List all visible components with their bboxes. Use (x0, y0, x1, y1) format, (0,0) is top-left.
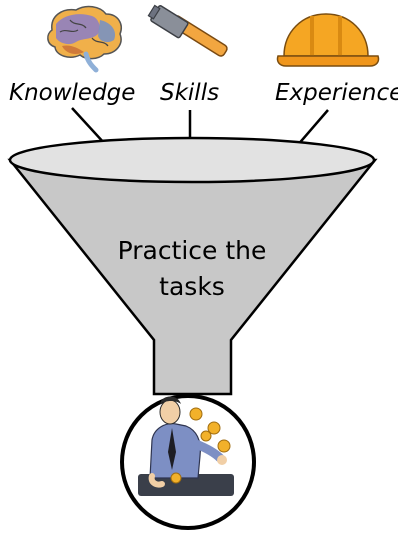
hard-hat-icon (276, 13, 380, 67)
juggling-person-icon (120, 394, 256, 530)
brain-icon (47, 5, 122, 73)
funnel (7, 136, 378, 396)
label-knowledge: Knowledge (9, 80, 136, 106)
funnel-text-line1: Practice the (117, 236, 267, 265)
label-skills: Skills (160, 80, 220, 106)
hammer-icon (147, 4, 228, 57)
funnel-text-line2: tasks (159, 272, 225, 301)
label-experience: Experience (275, 80, 398, 106)
